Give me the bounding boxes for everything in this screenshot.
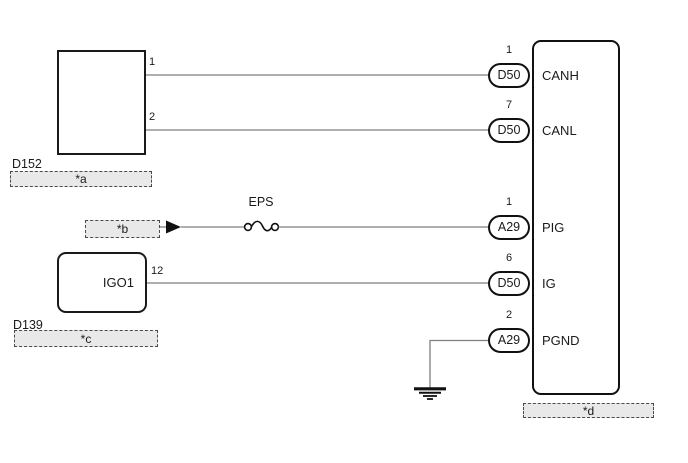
terminal-pgnd-connector-text: A29 (497, 333, 521, 347)
module-b-box: IGO1 (57, 252, 147, 313)
terminal-canh-signal: CANH (542, 68, 579, 83)
terminal-ig-pin-number: 6 (505, 252, 513, 264)
module-b-connector-code: D139 (13, 318, 43, 332)
ground-icon (414, 387, 446, 400)
terminal-canh-connector: D50 (488, 62, 530, 88)
power-feed-caption-text: *b (116, 222, 129, 236)
fuse-name: EPS (248, 195, 274, 209)
terminal-ig-signal: IG (542, 276, 556, 291)
fuse-symbol (243, 220, 280, 232)
module-b-pin-number: 12 (151, 265, 164, 277)
module-a-caption: *a (10, 171, 152, 187)
terminal-pgnd-pin-number: 2 (505, 309, 513, 321)
module-a-connector-code: D152 (12, 157, 42, 171)
terminal-pig-connector: A29 (488, 214, 530, 240)
module-b-label: IGO1 (102, 275, 134, 290)
terminal-pgnd-connector: A29 (488, 327, 530, 353)
ecu-caption: *d (523, 403, 654, 418)
ecu-caption-text: *d (582, 403, 595, 418)
terminal-canl-signal: CANL (542, 123, 577, 138)
terminal-pig-connector-text: A29 (497, 220, 521, 234)
terminal-pig-pin-number: 1 (505, 196, 513, 208)
module-a-caption-text: *a (75, 172, 87, 186)
ecu-box (532, 40, 620, 395)
module-a-pin1-number: 1 (149, 56, 156, 68)
wire-pgnd (429, 339, 489, 388)
terminal-ig-connector: D50 (488, 270, 530, 296)
module-a-pin2-number: 2 (149, 111, 156, 123)
power-feed-caption: *b (85, 220, 160, 238)
power-arrow-icon (166, 220, 181, 234)
terminal-pig-signal: PIG (542, 220, 565, 235)
module-a-box (57, 50, 146, 155)
terminal-canh-pin-number: 1 (505, 44, 513, 56)
terminal-canl-connector: D50 (488, 117, 530, 143)
terminal-ig-connector-text: D50 (497, 276, 521, 290)
terminal-canl-connector-text: D50 (497, 123, 521, 137)
terminal-canl-pin-number: 7 (505, 99, 513, 111)
terminal-canh-connector-text: D50 (497, 68, 521, 82)
terminal-pgnd-signal: PGND (542, 333, 580, 348)
module-b-caption: *c (14, 330, 158, 347)
module-b-caption-text: *c (80, 331, 92, 346)
